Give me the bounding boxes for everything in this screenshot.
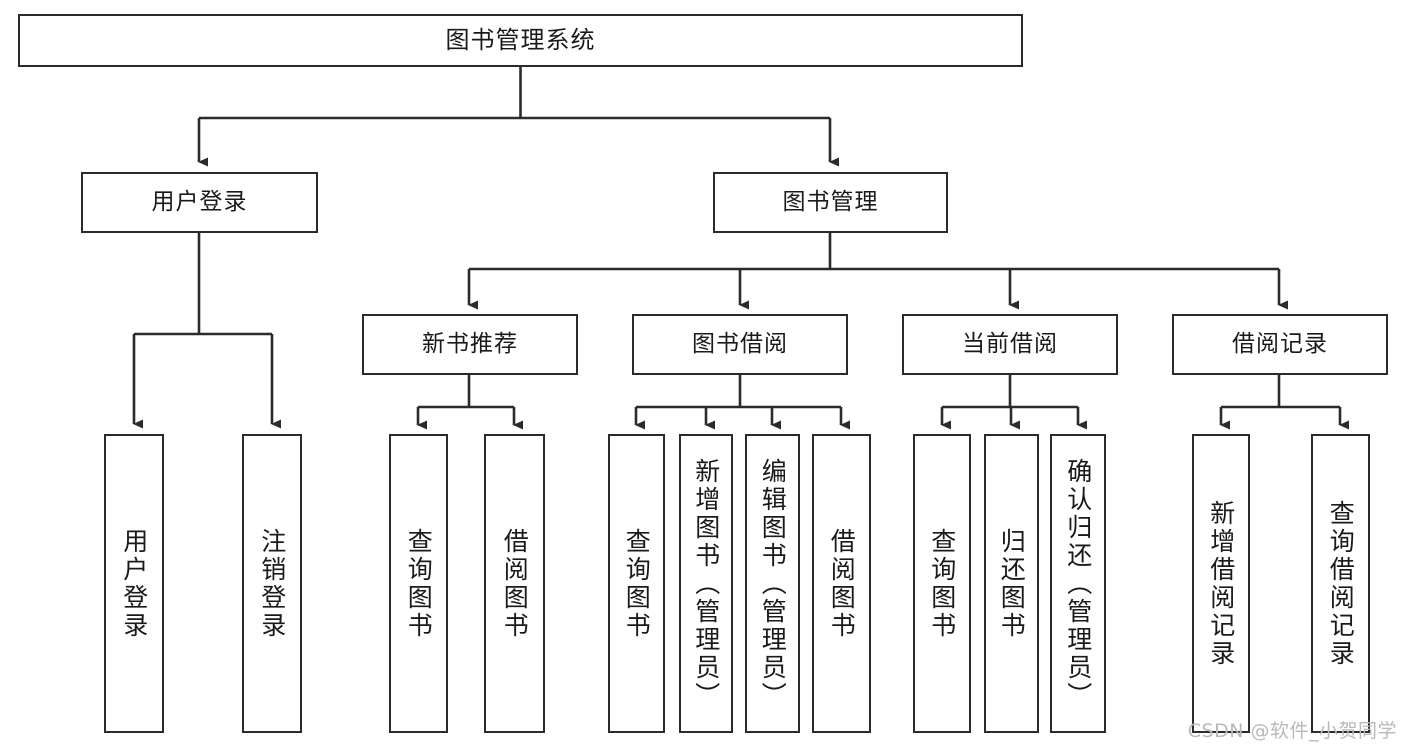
node-leaf-borrow-book-recommend[interactable]: 借阅图书: [484, 434, 545, 733]
node-leaf-user-login-label: 用户登录: [119, 527, 149, 640]
node-leaf-confirm-return-admin-label: 确认归还（管理员）: [1063, 457, 1093, 710]
node-leaf-query-book-recommend[interactable]: 查询图书: [389, 434, 448, 733]
node-leaf-borrow-book[interactable]: 借阅图书: [812, 434, 871, 733]
node-leaf-query-book-borrow-label: 查询图书: [622, 527, 652, 640]
node-leaf-query-book-current[interactable]: 查询图书: [913, 434, 971, 733]
node-leaf-borrow-book-recommend-label: 借阅图书: [500, 527, 530, 640]
node-borrow-record-label: 借阅记录: [1232, 330, 1328, 357]
node-leaf-add-borrow-record[interactable]: 新增借阅记录: [1192, 434, 1250, 733]
node-leaf-query-book-borrow[interactable]: 查询图书: [608, 434, 665, 733]
node-leaf-edit-book-admin-label: 编辑图书（管理员）: [758, 457, 788, 710]
node-leaf-user-logout[interactable]: 注销登录: [242, 434, 302, 733]
node-leaf-query-book-current-label: 查询图书: [927, 527, 957, 640]
node-book-borrow[interactable]: 图书借阅: [632, 314, 848, 375]
node-book-management-label: 图书管理: [782, 188, 879, 215]
node-leaf-confirm-return-admin[interactable]: 确认归还（管理员）: [1050, 434, 1106, 733]
node-root[interactable]: 图书管理系统: [18, 14, 1023, 67]
node-leaf-return-book[interactable]: 归还图书: [984, 434, 1039, 733]
node-user-login[interactable]: 用户登录: [81, 172, 318, 233]
node-leaf-add-book-admin-label: 新增图书（管理员）: [691, 457, 721, 710]
node-leaf-return-book-label: 归还图书: [997, 527, 1027, 640]
node-current-borrow[interactable]: 当前借阅: [902, 314, 1118, 375]
node-current-borrow-label: 当前借阅: [962, 330, 1058, 357]
node-user-login-label: 用户登录: [151, 188, 248, 215]
node-leaf-edit-book-admin[interactable]: 编辑图书（管理员）: [745, 434, 800, 733]
node-book-management[interactable]: 图书管理: [713, 172, 948, 233]
node-new-book-recommend-label: 新书推荐: [422, 330, 518, 357]
node-new-book-recommend[interactable]: 新书推荐: [362, 314, 578, 375]
watermark: CSDN @软件_小贺同学: [1187, 720, 1397, 742]
node-leaf-user-logout-label: 注销登录: [257, 527, 287, 640]
node-leaf-query-book-recommend-label: 查询图书: [404, 527, 434, 640]
node-borrow-record[interactable]: 借阅记录: [1172, 314, 1388, 375]
node-leaf-add-borrow-record-label: 新增借阅记录: [1206, 499, 1236, 668]
node-leaf-user-login[interactable]: 用户登录: [104, 434, 164, 733]
node-book-borrow-label: 图书借阅: [692, 330, 788, 357]
node-leaf-query-borrow-record[interactable]: 查询借阅记录: [1311, 434, 1370, 733]
node-leaf-add-book-admin[interactable]: 新增图书（管理员）: [679, 434, 733, 733]
node-leaf-query-borrow-record-label: 查询借阅记录: [1326, 499, 1356, 668]
node-leaf-borrow-book-label: 借阅图书: [827, 527, 857, 640]
node-root-label: 图书管理系统: [445, 26, 596, 55]
